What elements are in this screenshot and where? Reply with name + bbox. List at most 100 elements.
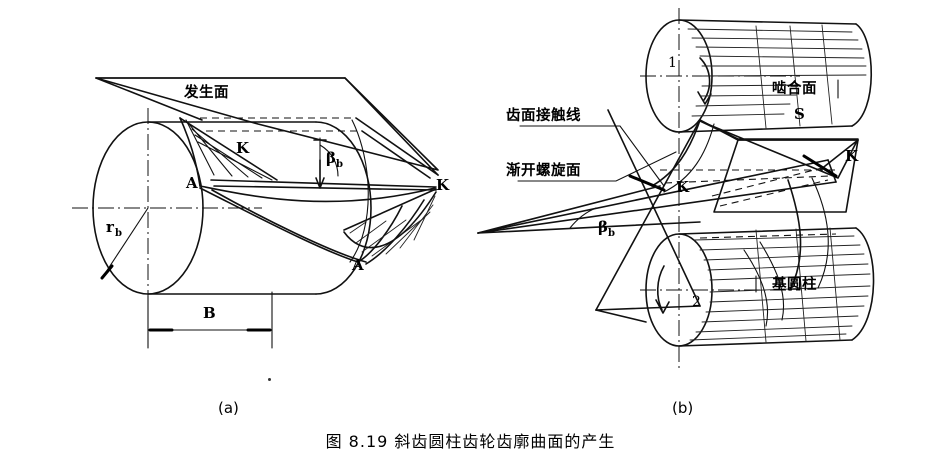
panel-b-helix-angle-label: β (598, 218, 608, 236)
panel-a-drawing: 发生面 K K A A r b β b B (72, 77, 450, 349)
panel-b-cylinder1-rib-2 (789, 25, 801, 127)
panel-b-contact-line-main (607, 109, 701, 307)
panel-b-contact-band-left (628, 174, 666, 192)
panel-b-meshing-plane-right-edge (819, 139, 859, 171)
panel-a-section-hatch-3 (361, 219, 407, 253)
panel-a-beta-arc (319, 144, 339, 177)
panel-a-contact-line-K-to-K (210, 179, 437, 188)
panel-b-cylinder1-right-face (851, 23, 873, 127)
panel-b-cylinder1-bottom (678, 125, 853, 133)
panel-b-helicoid-lower-4 (743, 249, 769, 327)
panel-a-edge-to-A-lower (357, 205, 403, 263)
panel-a-generating-plane-edge-lower (95, 77, 203, 121)
panel-a-generating-plane-label: 发生面 (183, 83, 229, 101)
panel-a-section-hatch-5 (385, 211, 431, 255)
panel-a-helix-angle-label: β (326, 149, 336, 167)
panel-b-cylinder1-hatch-3 (695, 46, 863, 50)
panel-b-inclined-plane-left-apex (477, 159, 829, 234)
panel-b-cylinder1-hatch-9 (695, 103, 791, 107)
panel-a-point-a-upper-label: A (185, 174, 198, 192)
panel-a-generating-plane (95, 77, 439, 171)
panel-b-cylinder1-number-label: 1 (668, 55, 677, 71)
panel-b-helicoid-upper-1 (651, 119, 701, 187)
panel-b-cylinder1-rib-1 (755, 25, 767, 129)
panel-a-helix-angle-sub-label: b (336, 159, 343, 170)
panel-a-edge-from-A-upper (179, 117, 201, 187)
panel-b-cylinder1-hatch-8 (699, 94, 797, 97)
panel-a-plane-fold-right (355, 117, 439, 176)
panel-a-helicoid-ray-5 (197, 141, 273, 181)
panel-b-meshing-plane-symbol-label: S (794, 105, 805, 123)
panel-a-base-radius-arrow (105, 207, 149, 273)
panel-b-meshing-plane-lower-fold2 (664, 175, 831, 184)
panel-b-cylinder1-hatch-1 (687, 28, 853, 33)
panel-b-cylinder1-rib-3 (821, 24, 833, 125)
paper-speck (268, 378, 271, 381)
panel-b-cylinder1-hatch-10 (691, 113, 785, 117)
panel-a-section-hatch-7 (413, 195, 436, 241)
panel-a-caption: (a) (218, 399, 239, 417)
panel-b-cylinder2-hatch-3 (703, 253, 865, 261)
panel-b-beta-arc (569, 207, 597, 229)
panel-b-cylinder2-number-label: 2 (692, 294, 701, 310)
panel-b-cylinder2-rib-2 (795, 228, 807, 342)
panel-b-meshing-plane-label: 啮合面 (772, 79, 817, 97)
panel-a-contact-line-AK-upper (179, 117, 278, 181)
panel-a-helix-projection-arc (349, 119, 369, 263)
panel-b-cylinder1-rotation-arrow (697, 57, 712, 105)
panel-b-drawing: 齿面接触线 渐开螺旋面 啮合面 S 基圆柱 1 2 K K β b (477, 8, 875, 368)
panel-b-cylinder1-hatch-2 (691, 37, 859, 41)
panel-b-cylinder2-hatch-1 (693, 235, 855, 241)
panel-b-wedge-upper (477, 185, 661, 234)
panel-a-helicoid-flank-lower (199, 187, 359, 263)
panel-b-cylinder2-top (678, 227, 857, 235)
panel-a-helicoid-ray-1 (185, 119, 215, 176)
panel-b-cylinder1-top (678, 19, 857, 25)
panel-b-cylinder2-rib-1 (755, 229, 767, 343)
panel-a-helicoid-flank-lower2 (211, 189, 367, 263)
panel-a-section-hatch-boundary (343, 188, 437, 231)
panel-a-helicoid-flank-upper (199, 185, 436, 203)
panel-b-point-k-right-label: K (845, 147, 859, 165)
panel-b-cylinder2-hatch-11 (689, 333, 847, 341)
panel-b-dashed-projection-2 (719, 179, 829, 207)
figure-caption: 图 8.19 斜齿圆柱齿轮齿廓曲面的产生 (325, 432, 616, 451)
panel-a-section-hatch-2 (355, 220, 387, 244)
panel-a-face-width-label: B (203, 304, 216, 322)
panel-b-cylinder2-hatch-7 (709, 295, 869, 303)
panel-a-point-a-lower-label: A (351, 256, 364, 274)
panel-a-beta-arrow (315, 159, 325, 189)
panel-b-cylinder2-hatch-8 (705, 305, 865, 313)
panel-b-cylinder1-hatch-4 (699, 55, 865, 59)
panel-b-cylinder2-hatch-9 (701, 315, 859, 323)
panel-a-base-radius-sub-label: b (115, 228, 122, 239)
panel-b-cylinder2-hatch-5 (709, 273, 871, 281)
panel-b-dashed-projection-1 (711, 167, 823, 197)
panel-b-cylinder2-hatch-2 (699, 244, 861, 251)
panel-a-section-hatch-1 (349, 221, 367, 234)
panel-b-cylinder2-rib-3 (829, 227, 841, 341)
panel-b-leader-contact-line (519, 125, 665, 187)
panel-a-helicoid-ray-4 (194, 134, 263, 179)
panel-b-cylinder2-right-face (851, 227, 875, 341)
panel-b-helicoid-lower-2 (811, 177, 829, 289)
panel-b-helix-angle-sub-label: b (608, 228, 615, 239)
panel-b-inclined-plane-right-edge (827, 159, 837, 183)
panel-b-cylinder2-bottom (678, 339, 853, 347)
panel-a-base-radius-arrowhead (100, 264, 114, 280)
panel-b-point-k-left-label: K (676, 178, 690, 196)
panel-a-point-k-right-label: K (436, 176, 450, 194)
panel-b-base-cylinder-label: 基圆柱 (771, 275, 817, 293)
panel-a-section-hatch-boundary-2 (343, 191, 437, 249)
panel-b-caption: (b) (672, 399, 694, 417)
panel-b-leader-helicoid (517, 151, 677, 182)
panel-b-beta-reference-line (477, 221, 701, 234)
panel-a-contact-line-K-to-K-2 (213, 185, 437, 191)
panel-b-helicoid-lower-3 (759, 241, 785, 321)
panel-b-inclined-plane-lower (477, 181, 837, 234)
panel-b-cylinder1-hatch-7 (701, 84, 801, 87)
panel-a-base-radius-label: r (106, 218, 115, 236)
panel-b-contact-band-right (802, 154, 838, 178)
